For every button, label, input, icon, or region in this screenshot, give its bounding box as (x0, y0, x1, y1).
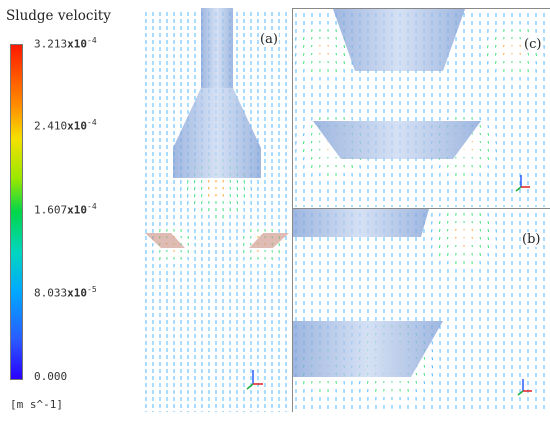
velocity-vector (487, 140, 489, 144)
velocity-vector (243, 186, 245, 191)
velocity-vector (423, 364, 426, 368)
axis-triad (515, 175, 530, 192)
velocity-vector (236, 193, 238, 198)
velocity-vector (479, 140, 481, 143)
lower-cone-surface (313, 121, 481, 159)
velocity-vector (447, 236, 449, 240)
axis-triad (517, 379, 532, 396)
panel-a-vector-plot (145, 8, 289, 412)
velocity-vector (229, 179, 231, 183)
velocity-vector (487, 236, 489, 240)
velocity-vector (479, 228, 481, 232)
panel-c-label: (c) (523, 37, 543, 52)
velocity-vector (311, 132, 313, 136)
velocity-vector (319, 148, 321, 151)
velocity-vector (447, 228, 449, 232)
velocity-vector (487, 148, 489, 152)
panel-a-label: (a) (259, 32, 279, 47)
panel-b-label: (b) (521, 232, 542, 247)
panel-a-velocity-field: (a) (143, 8, 291, 412)
axis-triad (246, 370, 263, 390)
central-shaft (201, 8, 233, 88)
legend-unit: [m s^-1] (10, 398, 63, 411)
velocity-vector (236, 186, 238, 191)
velocity-vector (439, 244, 441, 248)
velocity-vector (319, 140, 321, 143)
velocity-vector (423, 372, 425, 376)
legend-tick-3: 1.607x10-4 (34, 202, 97, 217)
velocity-vector (423, 356, 426, 360)
lower-ring-right (249, 233, 289, 248)
cone-surface (173, 88, 261, 148)
panel-b-vector-plot (293, 209, 545, 409)
legend-tick-2: 2.410x10-4 (34, 118, 97, 133)
velocity-vector (367, 380, 369, 384)
velocity-vector (479, 132, 481, 136)
velocity-vector (479, 244, 481, 248)
velocity-vector (487, 228, 489, 232)
velocity-vector (479, 236, 481, 240)
panel-divider-vertical (292, 8, 293, 412)
velocity-vector (201, 186, 203, 190)
upper-cylinder-surface (293, 209, 429, 237)
panel-divider-middle (292, 208, 550, 209)
lower-cone-surface (293, 321, 443, 377)
velocity-vector (201, 193, 203, 197)
panel-b-velocity-field: (b) (293, 209, 550, 412)
cylinder-surface (173, 148, 261, 178)
velocity-vector (415, 380, 417, 384)
velocity-vector (311, 148, 313, 152)
velocity-vector (229, 186, 231, 190)
color-scale-bar (10, 44, 23, 380)
velocity-vector (201, 179, 203, 183)
legend-title: Sludge velocity (6, 8, 111, 24)
velocity-vector (311, 140, 313, 144)
velocity-vector (479, 148, 481, 151)
velocity-vector (194, 179, 196, 184)
legend-tick-min: 0.000 (34, 370, 68, 383)
velocity-vector (431, 356, 433, 361)
panel-c-velocity-field: (c) (293, 9, 550, 207)
legend-tick-max: 3.213x10-4 (34, 36, 97, 51)
velocity-vector (415, 372, 418, 376)
velocity-vector (194, 186, 196, 191)
panel-c-vector-plot (295, 9, 545, 207)
cone-surface (333, 9, 465, 71)
legend-tick-4: 8.033x10-5 (34, 285, 97, 300)
velocity-vector (439, 236, 441, 240)
panel-divider-top (292, 8, 550, 9)
velocity-vector (439, 228, 441, 232)
velocity-vector (194, 193, 196, 198)
velocity-vector (236, 179, 238, 184)
lower-ring (145, 233, 185, 248)
